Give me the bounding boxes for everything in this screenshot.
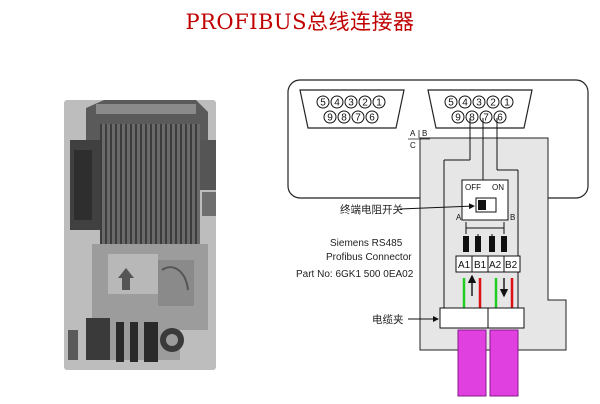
- pins-left-pin-4-circle: [330, 95, 344, 109]
- pins-left-pin-6-label: 6: [369, 113, 375, 124]
- pins-left-pin-8-label: 8: [341, 113, 347, 124]
- pins-right-pin-8-circle: [465, 110, 479, 124]
- pins-left-pin-3-label: 3: [348, 98, 354, 109]
- pins-left-pin-4-label: 4: [334, 98, 340, 109]
- pins-right-pin-8-label: 8: [469, 113, 475, 124]
- bus-cable-in: [457, 329, 487, 397]
- pins-left-pin-2-label: 2: [362, 98, 368, 109]
- cable-clamp: [439, 307, 525, 329]
- label-b-mid: B: [510, 213, 515, 222]
- info-line2: Profibus Connector: [326, 252, 412, 263]
- label-a-top: A: [410, 129, 416, 138]
- page-title: PROFIBUS总线连接器: [185, 10, 415, 34]
- terminal-block: A1 B1 A2 B2: [455, 255, 521, 273]
- label-a-mid: A: [456, 213, 462, 222]
- terminal-a2: A2: [489, 260, 502, 271]
- label-c-top: C: [410, 141, 416, 150]
- pins-right-pin-1-label: 1: [504, 98, 510, 109]
- terminal-b2: B2: [505, 260, 518, 271]
- pins-left-pin-6-circle: [365, 110, 379, 124]
- pins-right-pin-9-label: 9: [455, 113, 461, 124]
- pins-left-pin-9-circle: [323, 110, 337, 124]
- terminal-b1: B1: [474, 260, 487, 271]
- pins-left-pin-8-circle: [337, 110, 351, 124]
- info-line1: Siemens RS485: [330, 238, 403, 249]
- info-part-no: Part No: 6GK1 500 0EA02: [296, 269, 414, 280]
- pins-left-pin-2-circle: [358, 95, 372, 109]
- cable-clamp-label: 电缆夹: [372, 313, 404, 326]
- pins-right-pin-2-circle: [486, 95, 500, 109]
- pins-right-pin-7-label: 7: [483, 113, 489, 124]
- pins-right-pin-3-circle: [472, 95, 486, 109]
- pins-right-pin-9-circle: [451, 110, 465, 124]
- pins-left-pin-5-label: 5: [320, 98, 326, 109]
- pins-right-pin-5-circle: [444, 95, 458, 109]
- pins-left-pin-7-circle: [351, 110, 365, 124]
- pins-right-pin-2-label: 2: [490, 98, 496, 109]
- pins-left-pin-7-label: 7: [355, 113, 361, 124]
- pins-right-pin-1-circle: [500, 95, 514, 109]
- terminal-a1: A1: [458, 260, 471, 271]
- pins-right-pin-4-circle: [458, 95, 472, 109]
- label-b-top: B: [422, 129, 427, 138]
- pins-right-pin-3-label: 3: [476, 98, 482, 109]
- termination-switch-label: 终端电阻开关: [340, 203, 403, 216]
- pins-left-pin-9-label: 9: [327, 113, 333, 124]
- pins-right-pin-6-label: 6: [497, 113, 503, 124]
- pins-left-pin-3-circle: [344, 95, 358, 109]
- pins-left-pin-5-circle: [316, 95, 330, 109]
- pins-right-pin-4-label: 4: [462, 98, 468, 109]
- switch-on-label: ON: [492, 183, 504, 192]
- connector-photo: [64, 100, 216, 370]
- bus-cable-out: [489, 329, 519, 397]
- pins-right-pin-5-label: 5: [448, 98, 454, 109]
- pins-left-pin-1-circle: [372, 95, 386, 109]
- pins-left-pin-1-label: 1: [376, 98, 382, 109]
- switch-off-label: OFF: [465, 183, 481, 192]
